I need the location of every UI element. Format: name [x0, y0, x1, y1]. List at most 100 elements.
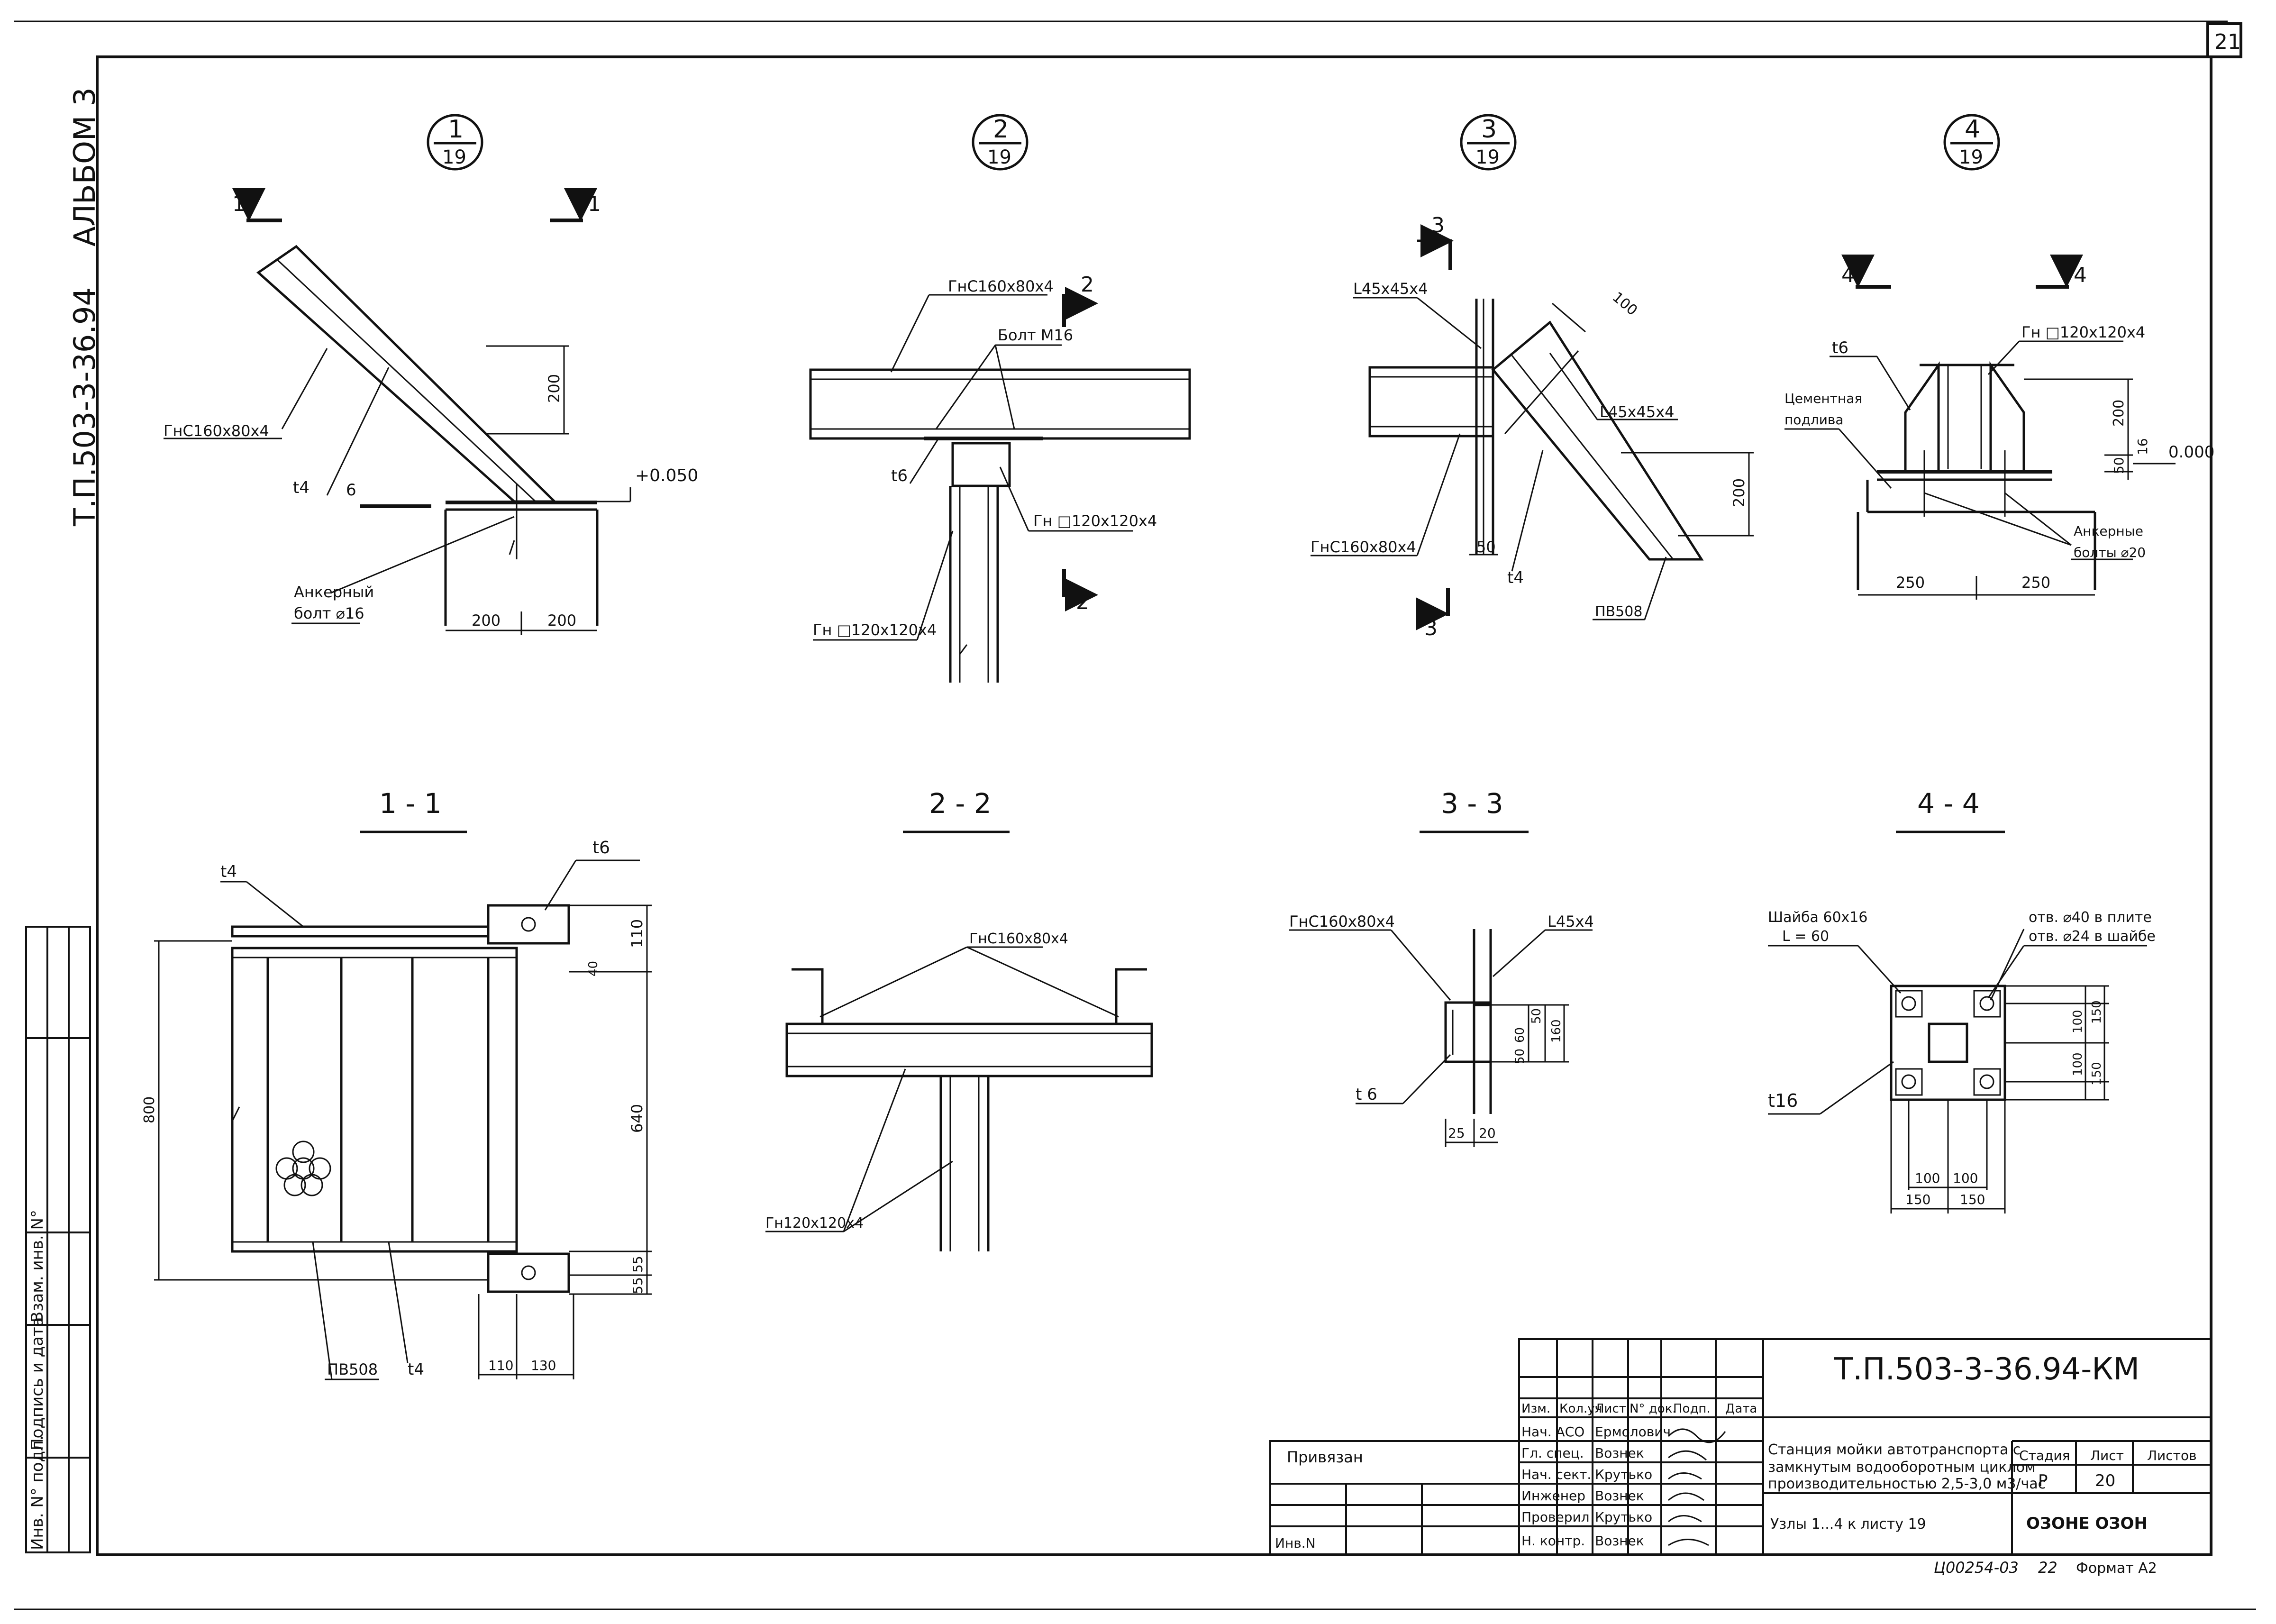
sheet-value: 20	[2095, 1471, 2115, 1490]
node-marker-3: 3 19	[1460, 114, 1517, 171]
podpis-label: Подпись и дата	[28, 1317, 47, 1451]
s33-plate: t 6	[1356, 1085, 1377, 1104]
s33-dim-50-b: 50	[1513, 1049, 1527, 1064]
s44-hole-2: отв. ⌀24 в шайбе	[2029, 928, 2156, 945]
s44-plate: t16	[1768, 1090, 1798, 1111]
s44-h150-b: 150	[1960, 1192, 1985, 1207]
s22-profile: ГнС160х80х4	[969, 931, 1068, 947]
s11-t4-bottom: t4	[408, 1360, 424, 1379]
n4-tube: Гн □120х120х4	[2021, 323, 2145, 341]
hdr-koluch: Кол.уч	[1559, 1402, 1602, 1416]
n1-anchor-2: болт ⌀16	[294, 604, 364, 622]
s33-dim-25: 25	[1448, 1125, 1465, 1141]
role-4: Проверил	[1521, 1509, 1590, 1525]
n3-dim-50: 50	[1476, 538, 1496, 556]
s44-hole-1: отв. ⌀40 в плите	[2029, 909, 2152, 926]
desc-line-1: Станция мойки автотранспорта с	[1768, 1442, 2021, 1458]
hdr-ndok: N° док.	[1630, 1402, 1676, 1416]
sheets-header: Листов	[2147, 1448, 2197, 1463]
n2-bolt: Болт М16	[998, 326, 1073, 344]
s33-profile: ГнС160х80х4	[1289, 912, 1395, 931]
n1-level: +0.050	[635, 466, 698, 485]
s44-v150-a: 150	[2090, 1000, 2104, 1024]
hdr-data: Дата	[1725, 1402, 1757, 1416]
desc-line-2: замкнутым водооборотным циклом	[1768, 1459, 2036, 1476]
role-5: Н. контр.	[1521, 1533, 1585, 1549]
n3-profile: ГнС160х80х4	[1311, 538, 1416, 556]
title-code: Т.П.503-3-36.94-КМ	[1834, 1352, 2139, 1387]
cut-3-top: 3	[1431, 213, 1445, 237]
n4-anchor-2: болты ⌀20	[2074, 545, 2146, 560]
n3-plate: t4	[1507, 568, 1524, 587]
privyazan-label: Привязан	[1287, 1448, 1363, 1466]
n2-tube-2: Гн □120х120х4	[813, 621, 937, 639]
n1-dim-b: 200	[547, 611, 576, 630]
n3-weld: ПВ508	[1595, 603, 1642, 620]
section-4-4-drawing: 100 100 150 150 100 100 150 150 Шайба 60…	[1768, 909, 2156, 1213]
s33-angle: L45х4	[1548, 912, 1594, 931]
name-5: Вознек	[1595, 1533, 1644, 1549]
node-2-drawing: 2 2 ГнС160х80х4 Болт М16 t6 Гн □120х120х…	[809, 273, 1191, 683]
n4-plate: t6	[1832, 338, 1848, 357]
s44-washer-1: Шайба 60х16	[1768, 909, 1867, 926]
archive-sheet: 22	[2038, 1559, 2058, 1577]
svg-text:4: 4	[1965, 115, 1980, 144]
node-3-drawing: 3 3 100 200 50 L45х45х4 L45х45х4 ГнС1	[1311, 213, 1754, 640]
s44-v100-b: 100	[2071, 1052, 2085, 1076]
s11-weld: ПВ508	[327, 1360, 378, 1378]
page-number: 21	[2214, 30, 2241, 54]
stage-value: Р	[2038, 1471, 2048, 1490]
n4-dim-b: 250	[2021, 574, 2050, 592]
vzam-label: Взам. инв. N°	[28, 1210, 47, 1323]
n2-plate: t6	[891, 466, 908, 485]
signature-marks	[1667, 1428, 1726, 1546]
n1-profile: ГнС160х80х4	[164, 422, 269, 440]
s11-dim-55-b: 55	[630, 1277, 646, 1294]
hdr-podp: Подп.	[1673, 1402, 1711, 1416]
n2-tube: Гн □120х120х4	[1033, 512, 1157, 530]
s11-t4-top: t4	[220, 862, 237, 881]
section-1-1-drawing: 800 640 110 40 55 55 110 130 t4 t6 ПВ508…	[141, 838, 652, 1380]
album-label: АЛЬБОМ 3	[67, 87, 102, 246]
name-2: Крутько	[1595, 1467, 1652, 1482]
name-0: Ермолович	[1595, 1424, 1671, 1440]
node-marker-1: 1 19	[427, 114, 483, 171]
svg-text:1: 1	[448, 115, 464, 144]
n3-angle-2: L45х45х4	[1600, 403, 1675, 421]
n4-anchor-1: Анкерные	[2074, 523, 2143, 539]
svg-text:19: 19	[1959, 146, 1983, 168]
s11-t6: t6	[592, 838, 610, 858]
n3-dim-200: 200	[1730, 478, 1748, 507]
svg-text:19: 19	[442, 146, 466, 168]
n1-dim-200: 200	[545, 374, 563, 403]
node-1-drawing: 1 1 200 +0.050 6 ГнС160х80х4 t4	[164, 188, 698, 635]
s44-h150-a: 150	[1905, 1192, 1930, 1207]
role-3: Инженер	[1521, 1488, 1585, 1504]
n1-plate: t4	[293, 478, 310, 497]
archive-number: Ц00254-03	[1934, 1559, 2019, 1577]
role-2: Нач. сект.	[1521, 1467, 1591, 1482]
sheet-header: Лист	[2090, 1448, 2124, 1463]
node-marker-4: 4 19	[1943, 114, 2000, 171]
cut-1-right: 1	[588, 192, 601, 216]
cut-3-bottom: 3	[1424, 616, 1438, 640]
n1-anchor-1: Анкерный	[294, 583, 374, 601]
section-titles: 1 - 1 2 - 2 3 - 3 4 - 4	[360, 787, 2005, 833]
svg-text:2: 2	[993, 115, 1009, 144]
role-1: Гл. спец.	[1521, 1445, 1584, 1461]
n1-dim-a: 200	[472, 611, 501, 630]
n1-six: 6	[346, 481, 356, 500]
s44-washer-2: L = 60	[1782, 928, 1829, 945]
n2-profile: ГнС160х80х4	[948, 277, 1054, 295]
stage-header: Стадия	[2019, 1448, 2070, 1463]
inv-n-label: Инв.N	[1275, 1535, 1316, 1551]
title-block: Привязан Инв.N Т.П.503-3-36.94-КМ Изм. К…	[1269, 1338, 2212, 1556]
hdr-list: Лист	[1595, 1402, 1626, 1416]
s33-dim-20: 20	[1479, 1125, 1496, 1141]
name-3: Вознек	[1595, 1488, 1644, 1504]
section-3-3-drawing: 50 60 50 160 25 20 ГнС160х80х4 L45х4 t 6	[1289, 912, 1594, 1147]
org-logo: ОЗОНЕ ОЗОН	[2026, 1514, 2148, 1533]
node-marker-2: 2 19	[972, 114, 1029, 171]
name-4: Крутько	[1595, 1509, 1652, 1525]
